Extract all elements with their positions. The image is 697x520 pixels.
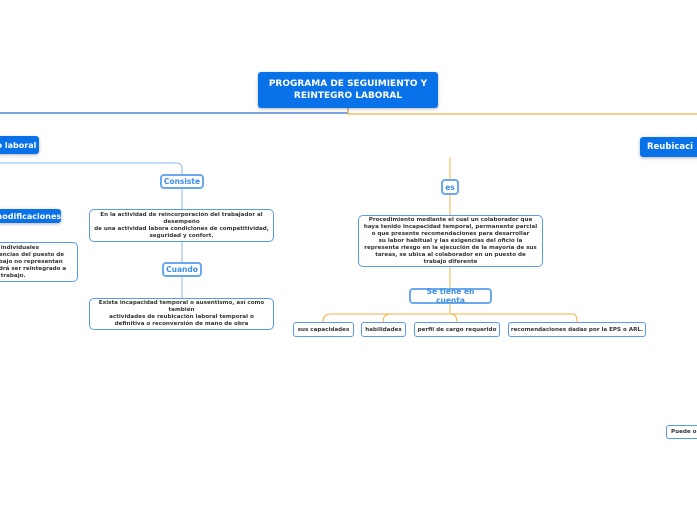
- item-perfil-cargo[interactable]: perfil de cargo requerido: [414, 322, 500, 337]
- node-puede[interactable]: Puede o: [666, 425, 697, 439]
- item-recomendaciones[interactable]: recomendaciones dadas por la EPS o ARL.: [508, 322, 646, 337]
- label-cuando[interactable]: Cuando: [162, 262, 202, 277]
- topic-reubicacion[interactable]: Reubicaci: [640, 137, 697, 157]
- consiste-description[interactable]: En la actividad de reincorporación del t…: [89, 209, 274, 242]
- root-topic[interactable]: PROGRAMA DE SEGUIMIENTO Y REINTEGRO LABO…: [258, 72, 438, 108]
- item-capacidades[interactable]: sus capacidades: [293, 322, 354, 337]
- label-se-tiene-en-cuenta[interactable]: Se tiene en cuenta: [409, 287, 492, 305]
- es-description[interactable]: Procedimiento mediante el cual un colabo…: [358, 215, 543, 267]
- topic-reintegro-laboral[interactable]: o laboral: [0, 136, 39, 154]
- label-es[interactable]: es: [441, 179, 459, 195]
- modificaciones-description[interactable]: e individuales gencias del puesto de aba…: [0, 242, 78, 282]
- item-habilidades[interactable]: habilidades: [361, 322, 406, 337]
- label-consiste[interactable]: Consiste: [160, 174, 204, 189]
- topic-modificaciones[interactable]: modificaciones: [0, 209, 61, 223]
- cuando-description[interactable]: Exista incapacidad temporal o ausentismo…: [89, 298, 274, 330]
